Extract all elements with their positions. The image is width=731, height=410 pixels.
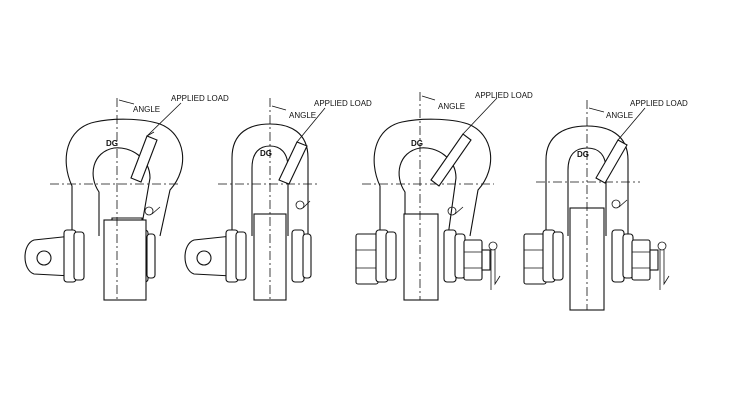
load-arrow [130, 102, 182, 183]
maker-mark: DG [411, 139, 423, 148]
shackle-1: DG ANGLE APPLIED LOAD [24, 94, 229, 301]
pin-collar [542, 229, 634, 283]
cotter-symbol [447, 206, 464, 216]
cotter-symbol [144, 206, 161, 216]
angle-label: ANGLE [606, 111, 633, 120]
angle-dimension [271, 105, 287, 111]
applied-load-label: APPLIED LOAD [171, 94, 229, 103]
load-arrow [595, 107, 646, 184]
load-arrow [278, 107, 326, 185]
screw-pin-eye [24, 235, 73, 277]
shackle-2: DG ANGLE APPLIED LOAD [184, 98, 372, 301]
applied-load-label: APPLIED LOAD [630, 99, 688, 108]
pin-collar [375, 229, 466, 283]
maker-mark: DG [106, 139, 118, 148]
maker-mark: DG [260, 149, 272, 158]
shackle-bow [65, 118, 184, 237]
cotter-pin [488, 241, 501, 290]
angle-dimension [118, 99, 135, 105]
maker-mark: DG [577, 150, 589, 159]
shackle-4: DG ANGLE APPLIED LOAD [523, 99, 688, 311]
cotter-pin [657, 241, 670, 290]
bolt-nut [631, 239, 659, 281]
shackle-3: DG ANGLE APPLIED LOAD [355, 91, 533, 301]
angle-label: ANGLE [133, 105, 160, 114]
bolt-nut [463, 239, 491, 281]
angle-label: ANGLE [438, 102, 465, 111]
applied-load-label: APPLIED LOAD [475, 91, 533, 100]
angle-label: ANGLE [289, 111, 316, 120]
load-strap [403, 213, 439, 301]
pin-collar [225, 229, 312, 283]
cotter-symbol [611, 199, 628, 209]
angle-dimension [421, 95, 436, 101]
angle-dimension [588, 107, 605, 113]
load-strap [103, 219, 147, 301]
applied-load-label: APPLIED LOAD [314, 99, 372, 108]
screw-pin-eye [184, 235, 233, 277]
cotter-symbol [295, 200, 311, 210]
hex-nut [355, 233, 379, 285]
load-arrow [430, 97, 498, 187]
